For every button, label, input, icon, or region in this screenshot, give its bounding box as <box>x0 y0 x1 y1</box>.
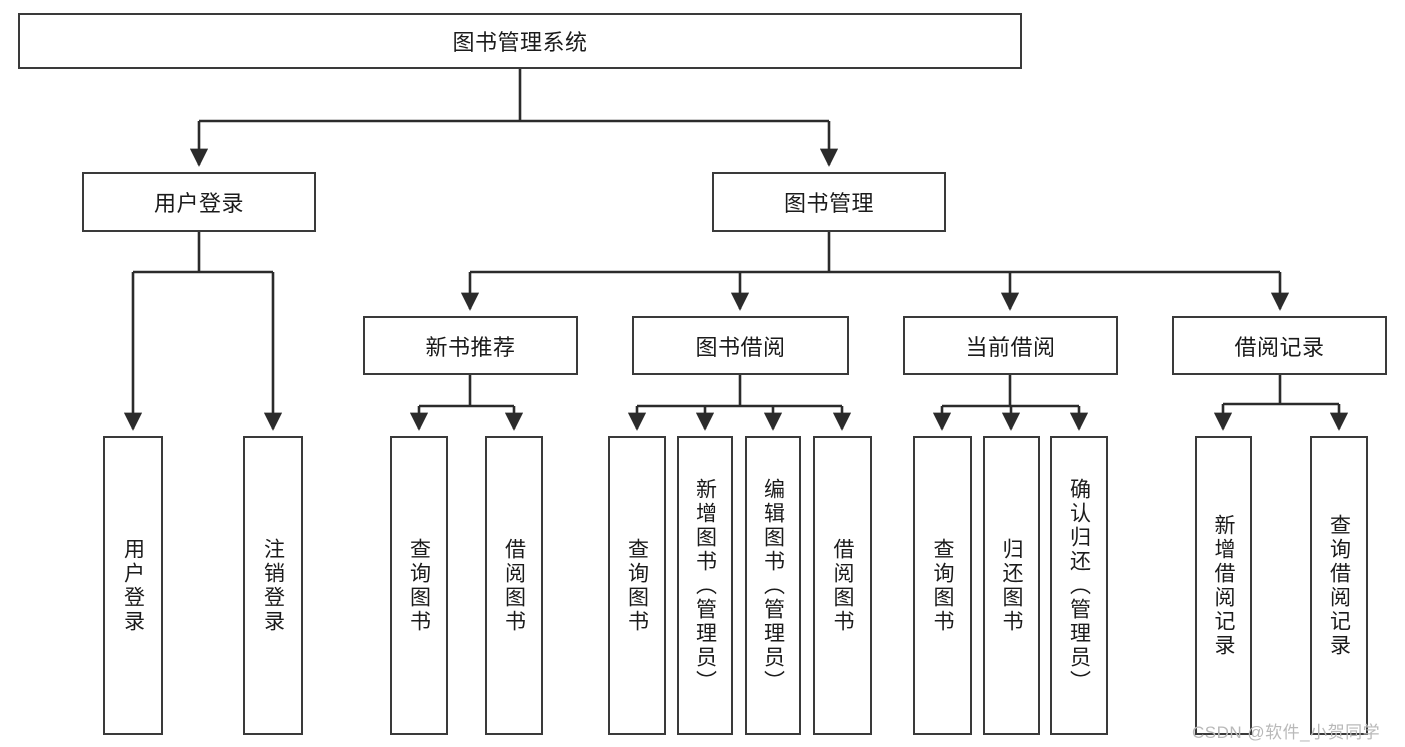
node-leaf-logout[interactable]: 注销登录 <box>243 436 303 735</box>
node-leaf-query-book-recommend[interactable]: 查询图书 <box>390 436 448 735</box>
node-leaf-borrow-book-recommend[interactable]: 借阅图书 <box>485 436 543 735</box>
node-new-book-recommend-label: 新书推荐 <box>425 334 516 360</box>
node-leaf-add-book-admin-label: 新增图书（管理员） <box>693 477 717 694</box>
node-leaf-user-login-label: 用户登录 <box>121 537 145 634</box>
node-leaf-return-book-label: 归还图书 <box>1000 537 1023 634</box>
node-root-label: 图书管理系统 <box>452 30 588 55</box>
node-leaf-borrow-book[interactable]: 借阅图书 <box>813 436 872 735</box>
node-book-borrow[interactable]: 图书借阅 <box>632 316 849 375</box>
node-leaf-query-book-current[interactable]: 查询图书 <box>913 436 972 735</box>
node-leaf-add-book-admin[interactable]: 新增图书（管理员） <box>677 436 733 735</box>
node-leaf-query-book-borrow-label: 查询图书 <box>625 537 649 634</box>
node-leaf-borrow-book-recommend-label: 借阅图书 <box>502 537 526 634</box>
node-leaf-add-borrow-record[interactable]: 新增借阅记录 <box>1195 436 1252 735</box>
node-leaf-query-borrow-record[interactable]: 查询借阅记录 <box>1310 436 1368 735</box>
node-leaf-edit-book-admin[interactable]: 编辑图书（管理员） <box>745 436 801 735</box>
node-leaf-query-book-current-label: 查询图书 <box>931 537 954 634</box>
node-new-book-recommend[interactable]: 新书推荐 <box>363 316 578 375</box>
node-leaf-edit-book-admin-label: 编辑图书（管理员） <box>761 477 785 694</box>
node-borrow-record[interactable]: 借阅记录 <box>1172 316 1387 375</box>
node-book-management[interactable]: 图书管理 <box>712 172 946 232</box>
node-leaf-confirm-return-admin[interactable]: 确认归还（管理员） <box>1050 436 1108 735</box>
node-user-login-label: 用户登录 <box>153 191 244 216</box>
node-leaf-borrow-book-label: 借阅图书 <box>831 537 854 634</box>
node-leaf-query-borrow-record-label: 查询借阅记录 <box>1327 513 1351 658</box>
node-leaf-add-borrow-record-label: 新增借阅记录 <box>1212 513 1235 658</box>
csdn-watermark: CSDN @软件_小贺同学 <box>1192 723 1381 742</box>
node-current-borrow[interactable]: 当前借阅 <box>903 316 1118 375</box>
node-leaf-logout-label: 注销登录 <box>261 537 285 634</box>
node-borrow-record-label: 借阅记录 <box>1234 334 1325 360</box>
node-leaf-confirm-return-admin-label: 确认归还（管理员） <box>1067 477 1091 694</box>
node-leaf-user-login[interactable]: 用户登录 <box>103 436 163 735</box>
node-book-management-label: 图书管理 <box>783 191 874 216</box>
node-book-borrow-label: 图书借阅 <box>695 334 786 360</box>
node-leaf-query-book-borrow[interactable]: 查询图书 <box>608 436 666 735</box>
node-leaf-return-book[interactable]: 归还图书 <box>983 436 1040 735</box>
node-current-borrow-label: 当前借阅 <box>965 334 1056 360</box>
node-leaf-query-book-recommend-label: 查询图书 <box>407 537 431 634</box>
node-user-login[interactable]: 用户登录 <box>82 172 316 232</box>
node-root[interactable]: 图书管理系统 <box>18 13 1022 69</box>
